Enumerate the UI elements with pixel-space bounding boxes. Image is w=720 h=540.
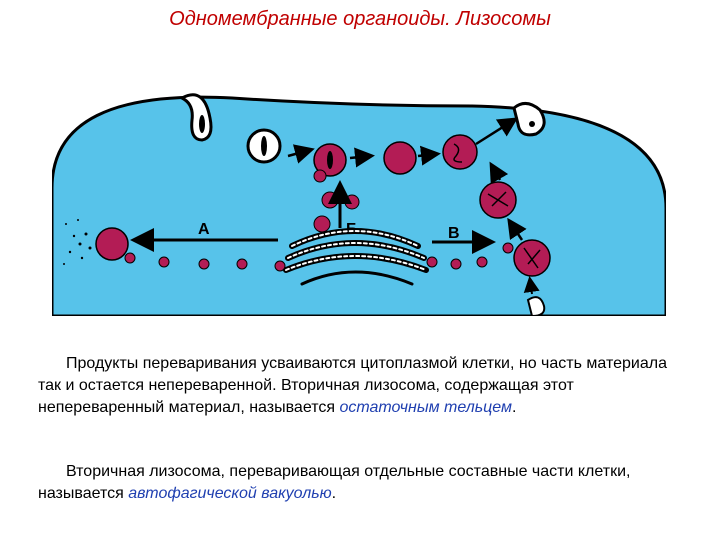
primary-lysosome: [344, 194, 360, 210]
primary-lysosome: [313, 215, 331, 233]
paragraph2-text: Вторичная лизосома, переваривающая отдел…: [38, 463, 631, 502]
secondary-lysosome: [313, 143, 347, 177]
digesting-lysosome: [383, 141, 417, 175]
label-a: А: [198, 221, 210, 238]
membrane-pocket-right: [512, 102, 546, 137]
label-v: В: [448, 225, 460, 242]
exocytosed-material: [63, 219, 92, 265]
primary-lysosome: [321, 191, 339, 209]
page-title: Одномембранные органоиды. Лизосомы: [169, 8, 551, 30]
digesting-lysosome: [442, 134, 478, 170]
small-lysosomes-row: [124, 242, 514, 272]
paragraph1-text: Продукты переваривания усваиваются цитоп…: [38, 355, 667, 416]
term-residual-body: остаточным тельцем: [339, 399, 512, 416]
pocket-particle: [199, 115, 205, 133]
cell-cytoplasm: [52, 95, 666, 316]
paragraph-residual-body: Продукты переваривания усваиваются цитоп…: [38, 353, 678, 419]
paragraph2-end: .: [331, 485, 337, 502]
residual-body: [95, 227, 129, 261]
autophagic-vacuole: [479, 181, 517, 219]
mitochondrion-outline: [526, 296, 546, 316]
paragraph1-end: .: [511, 399, 517, 416]
golgi-apparatus: [283, 228, 429, 286]
term-autophagic-vacuole: автофагической вакуолью: [128, 485, 332, 502]
paragraph-autophagic-vacuole: Вторичная лизосома, переваривающая отдел…: [38, 461, 678, 505]
lysosome-diagram: Б А В: [52, 48, 666, 316]
autophagic-vacuole: [513, 239, 551, 277]
